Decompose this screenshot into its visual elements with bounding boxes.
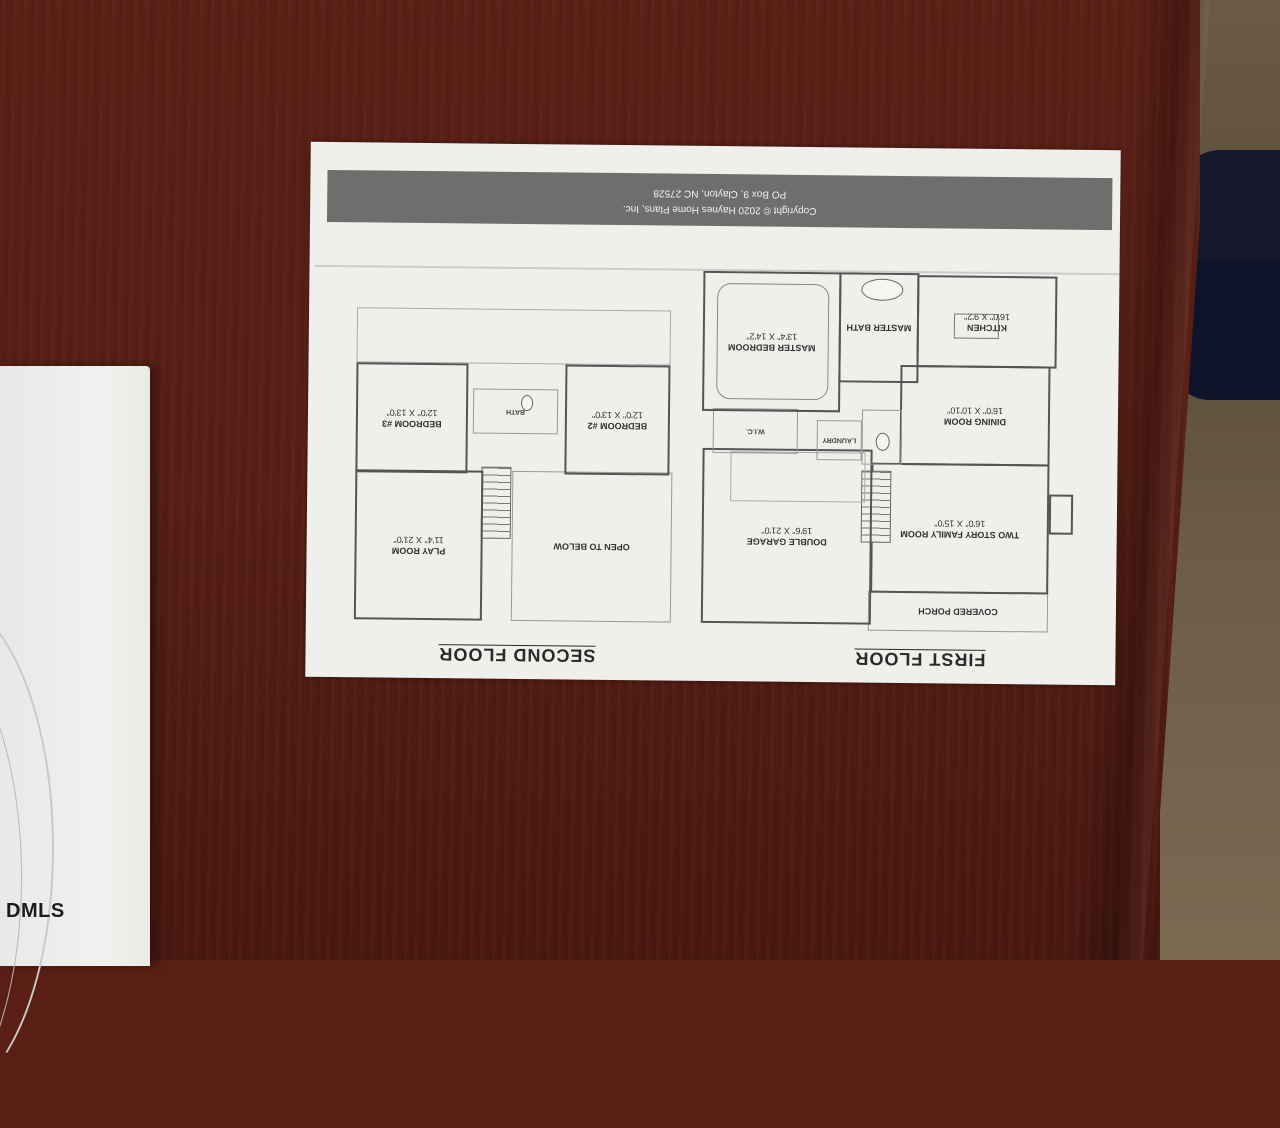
bedroom-2: BEDROOM #2 12'0" X 13'0"	[564, 364, 671, 476]
second-floor-title: SECOND FLOOR	[438, 644, 596, 666]
walk-in-closet: W.I.C.	[712, 408, 799, 454]
laundry: LAUNDRY	[816, 420, 862, 461]
room-dimensions: 19'6" X 21'0"	[761, 526, 813, 537]
copyright-bar: Copyright © 2020 Haynes Home Plans, Inc.…	[326, 169, 1113, 231]
room-label: COVERED PORCH	[918, 606, 998, 618]
first-floor-title: FIRST FLOOR	[854, 648, 986, 670]
tray-ceiling-outline	[716, 283, 830, 401]
bedroom-3: BEDROOM #3 12'0" X 13'0"	[355, 362, 469, 474]
stairs	[480, 466, 512, 539]
family-room: TWO STORY FAMILY ROOM 16'0" X 15'0"	[870, 462, 1050, 595]
hall-bath: BATH	[472, 388, 559, 435]
white-paper-sheet	[0, 366, 150, 1128]
room-label: W.I.C.	[745, 427, 765, 435]
bathtub-icon	[861, 278, 904, 301]
room-dimensions: 12'0" X 13'0"	[591, 409, 643, 421]
room-label: BEDROOM #3	[382, 418, 442, 430]
room-label: OPEN TO BELOW	[553, 541, 630, 553]
play-room: PLAY ROOM 11'4" X 21'0"	[353, 469, 484, 621]
room-label: DOUBLE GARAGE	[746, 536, 827, 548]
roof-below-outline	[356, 307, 672, 366]
room-label: PLAY ROOM	[391, 545, 446, 557]
room-label: DINING ROOM	[943, 416, 1006, 428]
room-label: TWO STORY FAMILY ROOM	[900, 528, 1020, 541]
room-label: BEDROOM #2	[587, 420, 648, 432]
covered-porch: COVERED PORCH	[867, 590, 1049, 633]
room-dimensions: 12'0" X 13'0"	[386, 407, 438, 419]
floor-plan-sheet: FIRST FLOOR COVERED PORCH TWO STORY FAMI…	[305, 141, 1121, 686]
fireplace	[1048, 494, 1074, 535]
room-dimensions: 16'0" X 10'10"	[947, 405, 1004, 417]
room-label: LAUNDRY	[822, 436, 857, 445]
room-dimensions: 11'4" X 21'0"	[393, 534, 444, 546]
kitchen-island	[953, 313, 1000, 339]
toilet-icon	[521, 394, 534, 412]
watermark: DMLS	[6, 900, 65, 922]
room-label: MASTER BATH	[846, 322, 912, 334]
room-dimensions: 16'0" X 15'0"	[934, 518, 986, 529]
dining-room: DINING ROOM 16'0" X 10'10"	[899, 364, 1051, 467]
open-to-below: OPEN TO BELOW	[510, 470, 673, 623]
